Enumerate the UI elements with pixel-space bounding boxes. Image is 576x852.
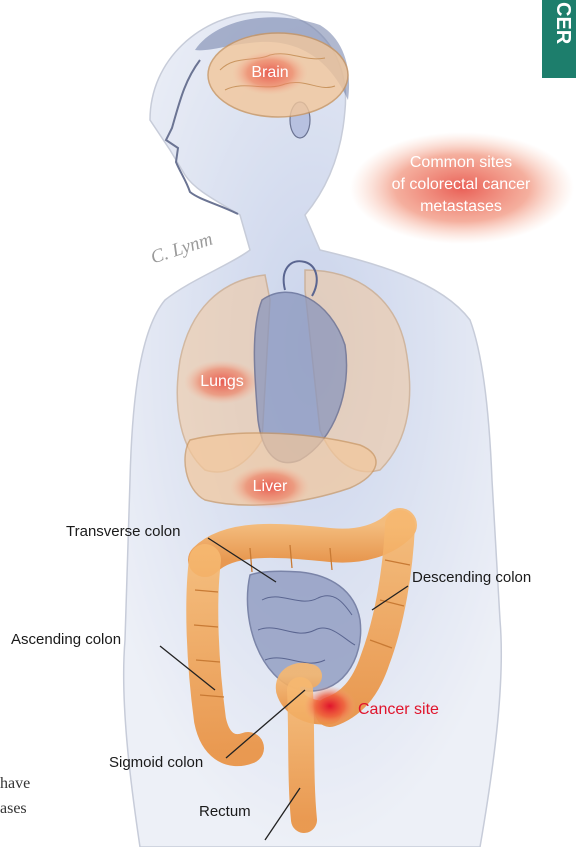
- metastases-heading: Common sites of colorectal cancer metast…: [356, 152, 566, 218]
- descending-colon-label: Descending colon: [412, 569, 531, 586]
- side-text-line-2: ases: [0, 800, 27, 818]
- cancer-site-glow: [304, 686, 356, 726]
- sigmoid-colon-label: Sigmoid colon: [109, 754, 203, 771]
- cancer-site-label: Cancer site: [358, 701, 439, 719]
- brain-label: Brain: [238, 62, 302, 84]
- ascending-colon-label: Ascending colon: [11, 631, 121, 648]
- section-tab: CER: [542, 0, 576, 78]
- side-text-line-1: have: [0, 775, 30, 793]
- rectum-shape: [300, 690, 304, 820]
- heading-line-1: Common sites: [356, 152, 566, 174]
- heading-line-3: metastases: [356, 196, 566, 218]
- rectum-label: Rectum: [199, 803, 251, 820]
- section-tab-text: CER: [546, 2, 574, 44]
- heading-line-2: of colorectal cancer: [356, 174, 566, 196]
- lungs-label: Lungs: [190, 371, 254, 393]
- liver-label: Liver: [240, 476, 300, 498]
- transverse-colon-label: Transverse colon: [66, 523, 181, 540]
